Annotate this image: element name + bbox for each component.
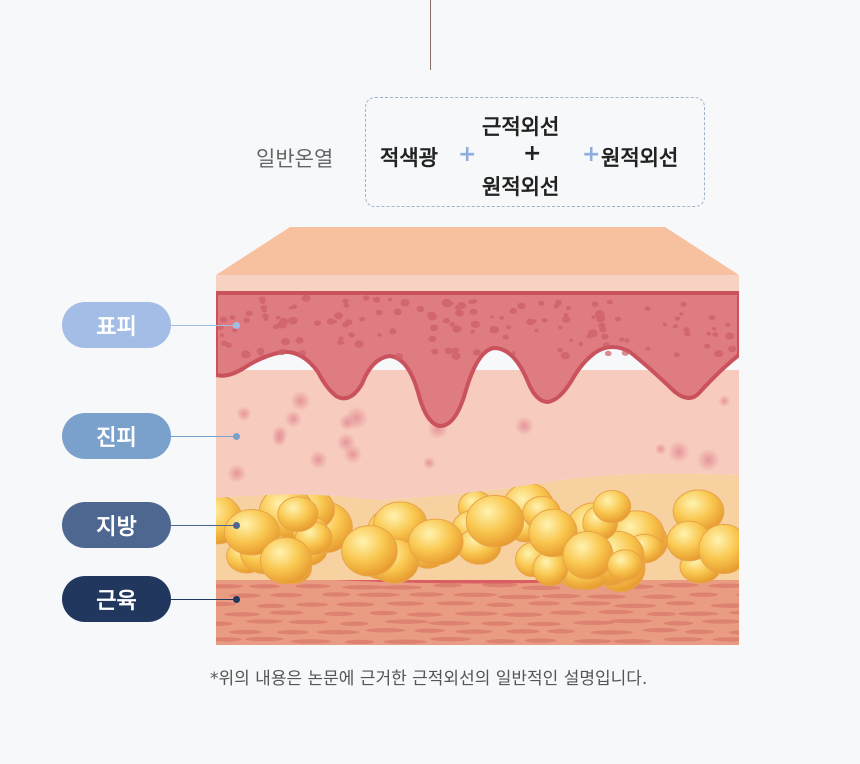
dermis-layer <box>216 370 739 500</box>
skin-surface <box>216 227 739 275</box>
red-light-label: 적색광 <box>380 146 438 170</box>
plus-sign: + <box>582 142 601 167</box>
marker-dot-fat <box>233 522 240 529</box>
skin-surface-edge <box>216 275 739 293</box>
connector-muscle <box>171 599 237 600</box>
near-infrared-label: 근적외선 <box>482 115 560 139</box>
formula-box: 적색광 + 근적외선 + 원적외선 + 원적외선 <box>365 97 705 207</box>
far-infrared-label: 원적외선 <box>482 175 560 199</box>
plus-sign: + <box>458 142 477 167</box>
plus-sign: + <box>523 141 542 166</box>
footnote: *위의 내용은 논문에 근거한 근적외선의 일반적인 설명입니다. <box>210 669 648 689</box>
connector-epidermis <box>171 325 237 326</box>
connector-dermis <box>171 436 237 437</box>
marker-dot-muscle <box>233 596 240 603</box>
layer-pill-fat: 지방 <box>62 502 171 548</box>
marker-dot-dermis <box>233 433 240 440</box>
top-divider-line <box>430 0 431 70</box>
layer-pill-dermis: 진피 <box>62 413 171 459</box>
layer-pill-muscle: 근육 <box>62 576 171 622</box>
marker-dot-epidermis <box>233 322 240 329</box>
general-heat-label: 일반온열 <box>256 147 334 171</box>
connector-fat <box>171 525 237 526</box>
far-infrared-label-2: 원적외선 <box>601 146 679 170</box>
layer-pill-epidermis: 표피 <box>62 302 171 348</box>
